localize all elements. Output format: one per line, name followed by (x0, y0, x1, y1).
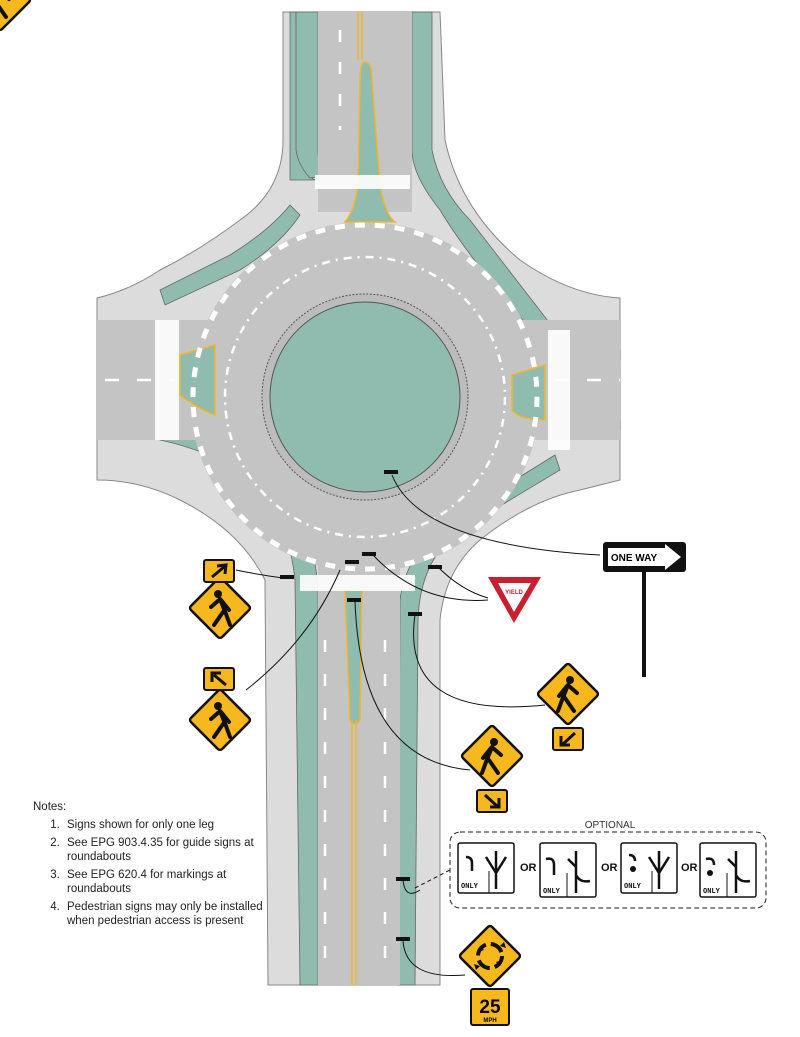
lane-use-sign-3 (620, 842, 678, 894)
leader-lines (235, 474, 601, 977)
roundabout-warning-sign (458, 924, 522, 988)
note-item: Signs shown for only one leg (63, 818, 263, 832)
arrow-plaques (203, 559, 584, 813)
diagonal-arrow-plaque (203, 667, 235, 691)
diagonal-arrow-plaque (203, 559, 235, 583)
note-item: See EPG 620.4 for markings at roundabout… (63, 868, 263, 896)
speed-value: 25 (479, 997, 501, 1018)
or-separator: OR (681, 862, 698, 874)
only-labels: ONLY ONLY ONLY ONLY (461, 882, 721, 895)
one-way-sign: ONE WAY (603, 542, 686, 677)
only-label: ONLY (703, 887, 721, 895)
pedestrian-sign-2 (186, 686, 254, 754)
speed-unit: MPH (483, 1018, 496, 1024)
lane-use-sign-4 (699, 842, 757, 898)
notes-panel: Notes: Signs shown for only one leg See … (33, 800, 263, 932)
only-label: ONLY (461, 882, 479, 890)
one-way-text: ONE WAY (611, 553, 658, 564)
pedestrian-sign-1 (186, 574, 254, 642)
diagonal-arrow-plaque (476, 789, 508, 813)
center-lines (351, 12, 363, 985)
optional-lane-signs (457, 842, 757, 898)
or-separator: OR (520, 862, 537, 874)
note-item: Pedestrian signs may only be installed w… (63, 900, 263, 928)
lane-use-sign-1 (457, 842, 515, 894)
lane-use-sign-2 (539, 842, 597, 898)
pedestrian-sign-3 (534, 660, 602, 728)
only-label: ONLY (624, 882, 642, 890)
diagonal-arrow-plaque (552, 727, 584, 751)
pedestrian-sign-4 (458, 722, 526, 790)
yield-text: YIELD (505, 590, 523, 596)
pedestrian-crossing-sign (0, 0, 32, 32)
central-island (269, 301, 461, 493)
speed-advisory-plaque: 25 MPH (470, 988, 510, 1026)
optional-label: OPTIONAL (584, 820, 636, 831)
yield-sign: YIELD (488, 577, 541, 623)
optional-box (449, 831, 767, 909)
sign-post-markers (280, 470, 442, 941)
only-label: ONLY (543, 887, 561, 895)
notes-title: Notes: (33, 801, 67, 813)
crosswalks (155, 175, 570, 591)
or-separator: OR (601, 862, 618, 874)
note-item: See EPG 903.4.35 for guide signs at roun… (63, 836, 263, 864)
